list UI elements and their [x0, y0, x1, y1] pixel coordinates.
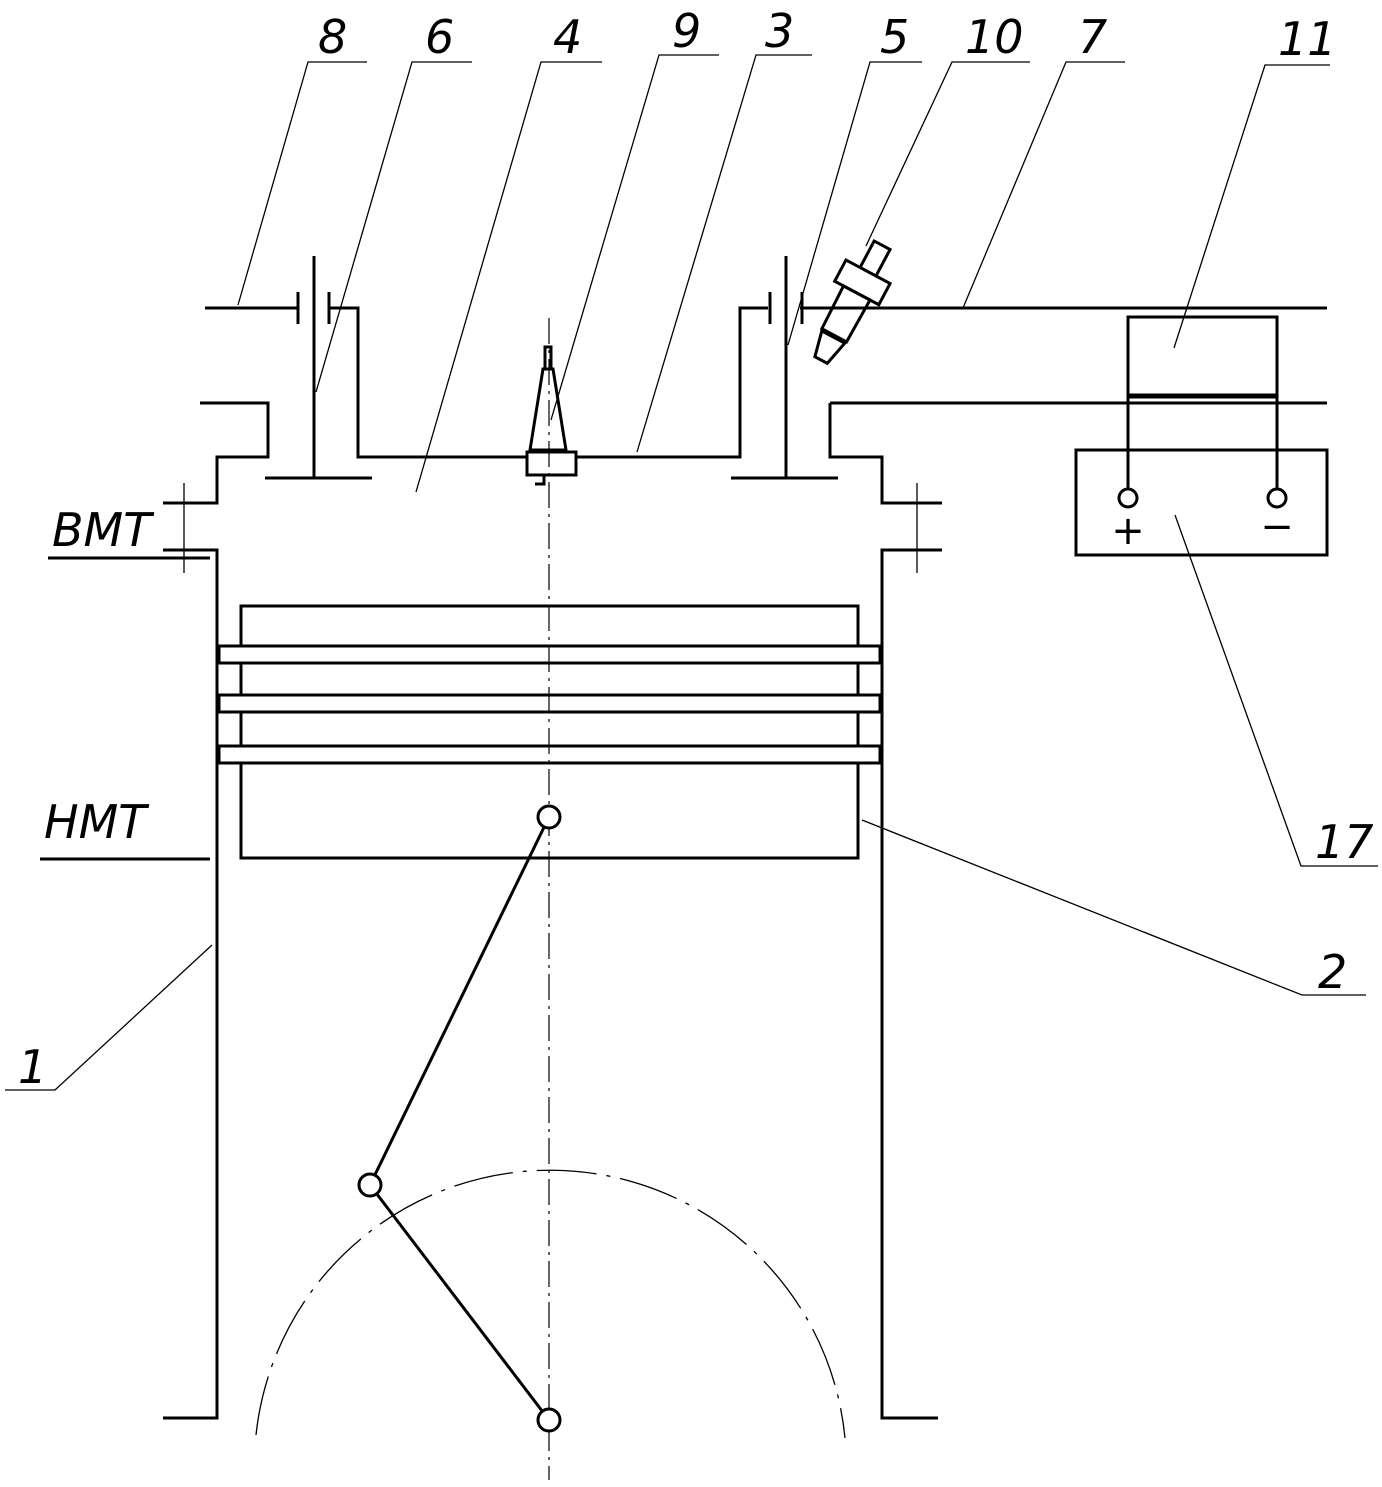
labels: 8 6 4 9 3 5 10 7 11 17 2 1 ВМТ НМТ — [18, 4, 1374, 1094]
battery-minus-sign: − — [1260, 504, 1294, 550]
label-vmt: ВМТ — [52, 503, 155, 557]
crank-mechanism — [357, 804, 562, 1433]
battery-positive-terminal — [1117, 487, 1139, 509]
sensor-block — [1126, 315, 1279, 489]
exhaust-valve — [731, 256, 838, 480]
label-4: 4 — [553, 10, 582, 64]
crank-pin — [357, 1172, 383, 1198]
piston-pin — [536, 804, 562, 830]
label-7: 7 — [1078, 10, 1107, 64]
label-6: 6 — [425, 10, 454, 64]
label-1: 1 — [18, 1040, 47, 1094]
label-2: 2 — [1318, 945, 1347, 999]
leader-lines — [5, 54, 1378, 1091]
cylinder-head — [205, 306, 1327, 459]
intake-valve — [265, 256, 372, 480]
injector — [813, 239, 893, 366]
label-8: 8 — [318, 10, 347, 64]
crankshaft-pivot — [536, 1407, 562, 1433]
label-9: 9 — [672, 4, 701, 58]
spark-plug — [525, 345, 578, 486]
label-5: 5 — [880, 10, 909, 64]
battery-plus-sign: + — [1111, 508, 1145, 554]
battery-negative-terminal — [1266, 487, 1288, 509]
label-nmt: НМТ — [44, 795, 150, 849]
label-11: 11 — [1278, 12, 1337, 66]
label-17: 17 — [1315, 815, 1374, 869]
cylinder-walls — [163, 401, 942, 1420]
crank-circle — [255, 1169, 846, 1439]
label-10: 10 — [965, 10, 1024, 64]
battery: + − — [1074, 448, 1329, 557]
label-3: 3 — [765, 4, 794, 58]
